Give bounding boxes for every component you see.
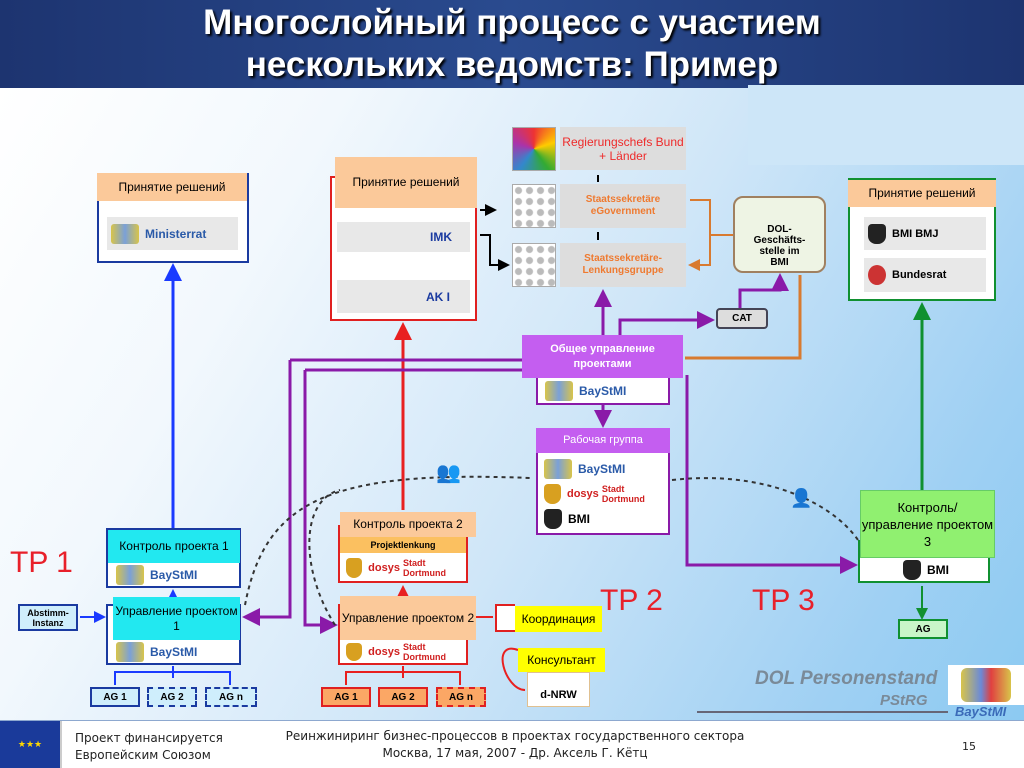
consultant-label: Консультант [518,648,605,672]
tp1-ag-1: AG 1 [90,687,140,707]
bavaria-coat-of-arms-icon [948,665,1024,705]
bundesrat-eagle-icon [868,265,886,285]
dortmund-crest-icon [544,484,561,504]
tp3-control-label: Контроль/ управление проектом 3 [860,490,995,558]
imk-logo: IMK [337,222,470,252]
baystmi-logo: BayStMI [540,457,666,481]
tp1-label: TP 1 [10,546,73,579]
baystmi-logo: BayStMI [112,641,236,662]
eagle-icon [868,223,886,244]
footer [0,720,1024,768]
tp3-ag: AG [898,619,948,639]
ministerrat-logo: Ministerrat [107,217,238,250]
ak1-logo: AK I [337,280,470,313]
footer-center-text: Реинжиниринг бизнес-процессов в проектах… [285,729,745,760]
workgroup-label: Рабочая группа [536,428,670,453]
tp2-ag-n: AG n [436,687,486,707]
baystmi-logo: BayStMI [541,379,665,403]
projektlenkung-band: Projektlenkung [340,537,466,553]
person-icon: 👤 [790,488,813,508]
bmi-logo: BMI [864,559,984,580]
dortmund-crest-icon [346,558,363,578]
tp2-manage-label: Управление проектом 2 [340,596,476,640]
people-grid-icon [512,243,556,287]
d-nrw-logo: d-NRW [527,672,590,707]
tp1-control-label: Контроль проекта 1 [108,530,240,563]
eagle-icon [903,559,921,580]
baystmi-logo: BayStMI [112,564,236,585]
bundesrat-logo: Bundesrat [864,258,986,292]
dosys-logo: dosys Stadt Dortmund [342,641,464,662]
bavaria-crest-icon [116,564,144,585]
footer-divider [60,721,62,768]
bavaria-crest-icon [545,381,573,401]
laender-flags-icon [512,127,556,171]
people-grid-icon [512,184,556,228]
tp3-label: TP 3 [752,584,815,617]
cat-box: CAT [716,308,768,329]
abstimm-instanz-box: Abstimm-Instanz [18,604,78,631]
lenkungsgruppe-box: Staatssekretäre-Lenkungsgruppe [560,243,686,287]
page-number: 15 [962,740,976,753]
dortmund-crest-icon [346,642,363,661]
dosys-logo: dosys Stadt Dortmund [342,557,464,579]
tp2-control-label: Контроль проекта 2 [340,512,476,537]
regierungschefs-box: Regierungschefs Bund + Länder [560,127,686,170]
bmi-bmj-logo: BMI BMJ [864,217,986,250]
baystmi-corner-text: BayStMI [955,704,1007,719]
tp2-ag-2: AG 2 [378,687,428,707]
tp1-manage-label: Управление проектом 1 [113,597,240,640]
header-bar [0,0,1024,88]
background-panel [748,85,1024,165]
left-decision-label: Принятие решений [97,173,247,201]
dosys-logo: dosys Stadt Dortmund [540,482,666,506]
coordination-bracket [495,604,515,632]
bavaria-crest-icon [544,459,572,479]
coordination-label: Координация [515,606,602,632]
bmi-logo: BMI [540,507,666,531]
tp2-ag-1: AG 1 [321,687,371,707]
egov-box: Staatssekretäre eGovernment [560,184,686,228]
dol-office-box: DOL-Geschäfts-stelle im BMI [733,196,826,273]
dol-personenstand-text: DOL Personenstand [755,668,938,689]
tp1-ag-n: AG n [205,687,257,707]
general-management-label: Общее управление проектами [522,335,683,378]
tp2-label: TP 2 [600,584,663,617]
mid-decision-label: Принятие решений [335,157,477,208]
pstrg-text: PStRG [880,692,928,709]
bavaria-crest-icon [111,223,139,244]
eagle-icon [544,509,562,529]
eu-flag-icon: ★★★ [0,721,60,768]
people-icon: 👥 [436,462,461,484]
right-decision-label: Принятие решений [848,180,996,207]
tp1-ag-2: AG 2 [147,687,197,707]
bavaria-crest-icon [116,641,144,662]
